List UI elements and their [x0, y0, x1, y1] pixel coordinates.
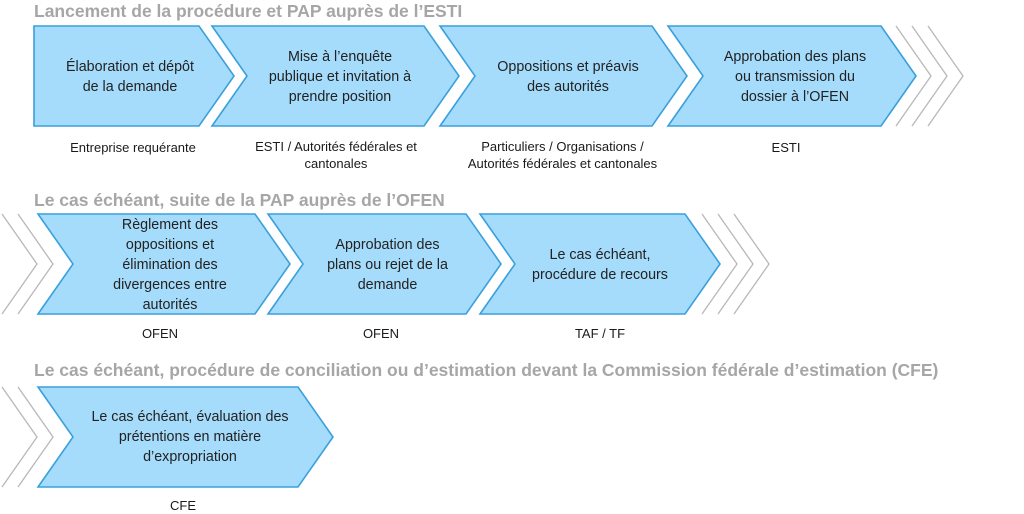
chevron-1-4 [666, 25, 917, 127]
chevron-1-1 [33, 25, 235, 127]
step-2-2: Approbation des plans ou rejet de la dem… [327, 237, 448, 293]
ghost-chevron-3-2 [17, 386, 54, 488]
ghost-chevron-2-2 [17, 213, 54, 315]
step-1-3: Oppositions et préavis des autorités [497, 59, 639, 95]
ghost-chevron-2-4 [717, 213, 754, 315]
step-chevrons [33, 25, 917, 488]
ghost-chevron-2-1 [1, 213, 38, 315]
ghost-chevrons [1, 25, 964, 488]
actor-1-3: Particuliers / Organisations / Autorités… [467, 139, 658, 171]
actor-1-4: ESTI [771, 140, 801, 155]
chevron-2-3 [478, 213, 721, 315]
row-3-title: Le cas échéant, procédure de conciliatio… [34, 360, 939, 380]
actor-2-2: OFEN [362, 326, 400, 341]
ghost-chevron-2-3 [701, 213, 738, 315]
row-2-title: Le cas échéant, suite de la PAP auprès d… [34, 190, 445, 210]
step-2-1: Règlement des oppositions et élimination… [113, 217, 227, 313]
ghost-chevron-1-2 [911, 25, 948, 127]
step-2-3: Le cas échéant, procédure de recours [532, 247, 668, 283]
chevron-2-1 [36, 213, 291, 315]
actor-1-2: ESTI / Autorités fédérales et cantonales [255, 139, 417, 171]
chevron-1-2 [210, 25, 460, 127]
row-1-title: Lancement de la procédure et PAP auprès … [34, 1, 463, 21]
ghost-chevron-3-1 [1, 386, 38, 488]
step-1-2: Mise à l’enquête publique et invitation … [268, 49, 412, 105]
step-1-4: Approbation des plans ou transmission du… [723, 49, 867, 105]
actor-2-1: OFEN [141, 326, 179, 341]
actor-2-3: TAF / TF [574, 326, 626, 341]
ghost-chevron-1-1 [895, 25, 932, 127]
ghost-chevron-1-3 [927, 25, 964, 127]
ghost-chevron-2-5 [733, 213, 770, 315]
chevron-2-2 [266, 213, 502, 315]
step-3-1: Le cas échéant, évaluation des prétentio… [91, 409, 289, 465]
chevron-1-3 [438, 25, 688, 127]
actor-1-1: Entreprise requérante [70, 140, 196, 155]
actor-3-1: CFE [170, 498, 196, 513]
step-1-1: Élaboration et dépôt de la demande [66, 59, 194, 95]
chevron-3-1 [36, 386, 334, 488]
